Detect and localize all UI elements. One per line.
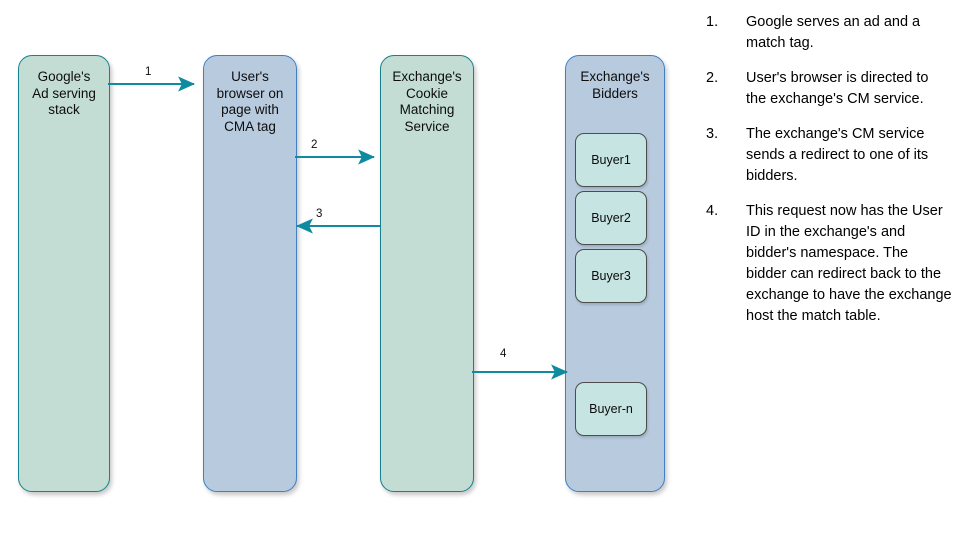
arrow-2-icon (295, 149, 376, 165)
step-text-1: Google serves an ad and a match tag. (746, 14, 921, 51)
arrow-2-label: 2 (311, 139, 318, 151)
buyer-label-1: Buyer1 (591, 152, 631, 167)
buyer-box-n: Buyer-n (575, 382, 647, 436)
node-exchange-cookie-matching-service: Exchange's Cookie Matching Service (380, 55, 474, 492)
buyer-box-1: Buyer1 (575, 133, 647, 187)
step-text-4: This request now has the User ID in the … (746, 203, 952, 324)
node-label-exchange-bidders: Exchange's Bidders (580, 69, 650, 101)
steps-list: 1. Google serves an ad and a match tag. … (706, 12, 952, 341)
node-label-google-ad-serving-stack: Google's Ad serving stack (32, 69, 96, 117)
arrow-4-icon (472, 364, 569, 380)
arrow-3-icon (295, 218, 380, 234)
step-text-3: The exchange's CM service sends a redire… (746, 126, 929, 184)
step-item-2: 2. User's browser is directed to the exc… (706, 68, 952, 110)
node-label-exchange-cookie-matching-service: Exchange's Cookie Matching Service (392, 69, 462, 134)
arrow-1-icon (108, 76, 196, 92)
buyer-box-2: Buyer2 (575, 191, 647, 245)
step-number-4: 4. (706, 203, 719, 219)
buyer-label-3: Buyer3 (591, 268, 631, 283)
node-label-user-browser: User's browser on page with CMA tag (216, 69, 284, 134)
node-google-ad-serving-stack: Google's Ad serving stack (18, 55, 110, 492)
arrow-4-label: 4 (500, 348, 507, 360)
step-item-3: 3. The exchange's CM service sends a red… (706, 124, 952, 187)
node-user-browser: User's browser on page with CMA tag (203, 55, 297, 492)
step-number-2: 2. (706, 70, 719, 86)
step-number-1: 1. (706, 14, 719, 30)
arrow-1-label: 1 (145, 66, 152, 78)
step-item-4: 4. This request now has the User ID in t… (706, 201, 952, 327)
buyer-box-3: Buyer3 (575, 249, 647, 303)
buyer-label-n: Buyer-n (589, 401, 633, 416)
buyer-label-2: Buyer2 (591, 210, 631, 225)
step-number-3: 3. (706, 126, 719, 142)
step-text-2: User's browser is directed to the exchan… (746, 70, 929, 107)
step-item-1: 1. Google serves an ad and a match tag. (706, 12, 952, 54)
arrow-3-label: 3 (316, 208, 323, 220)
